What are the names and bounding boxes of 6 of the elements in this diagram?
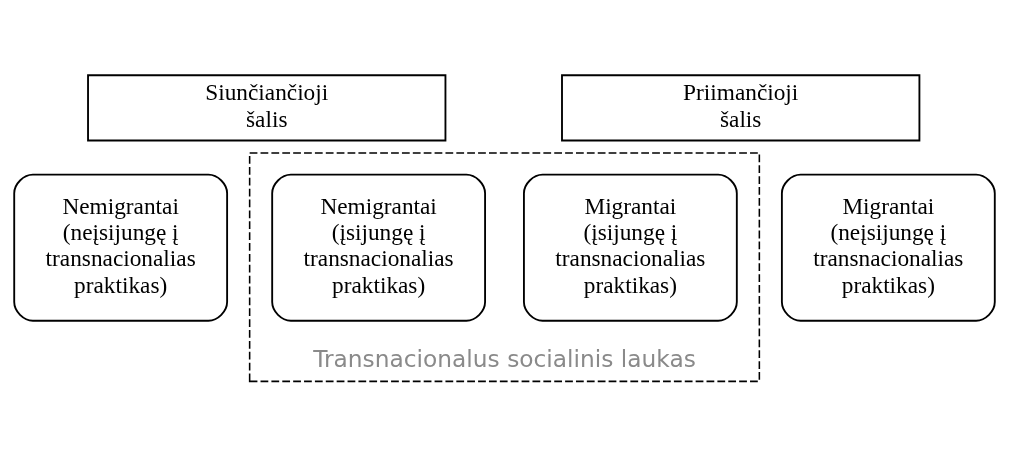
node-box: Siunčiančioji šalis xyxy=(87,73,447,141)
node-box: Nemigrantai (įsijungę į transnacionalias praktikas) xyxy=(271,173,486,322)
node-box: Migrantai (neįsijungę į transnacionalias praktikas) xyxy=(780,173,996,322)
node-box: Nemigrantai (neįsijungę į transnacionalias praktikas) xyxy=(13,173,229,322)
node-box: Migrantai (įsijungę į transnacionalias praktikas) xyxy=(523,173,738,322)
node-box: Priimančioji šalis xyxy=(561,73,921,141)
